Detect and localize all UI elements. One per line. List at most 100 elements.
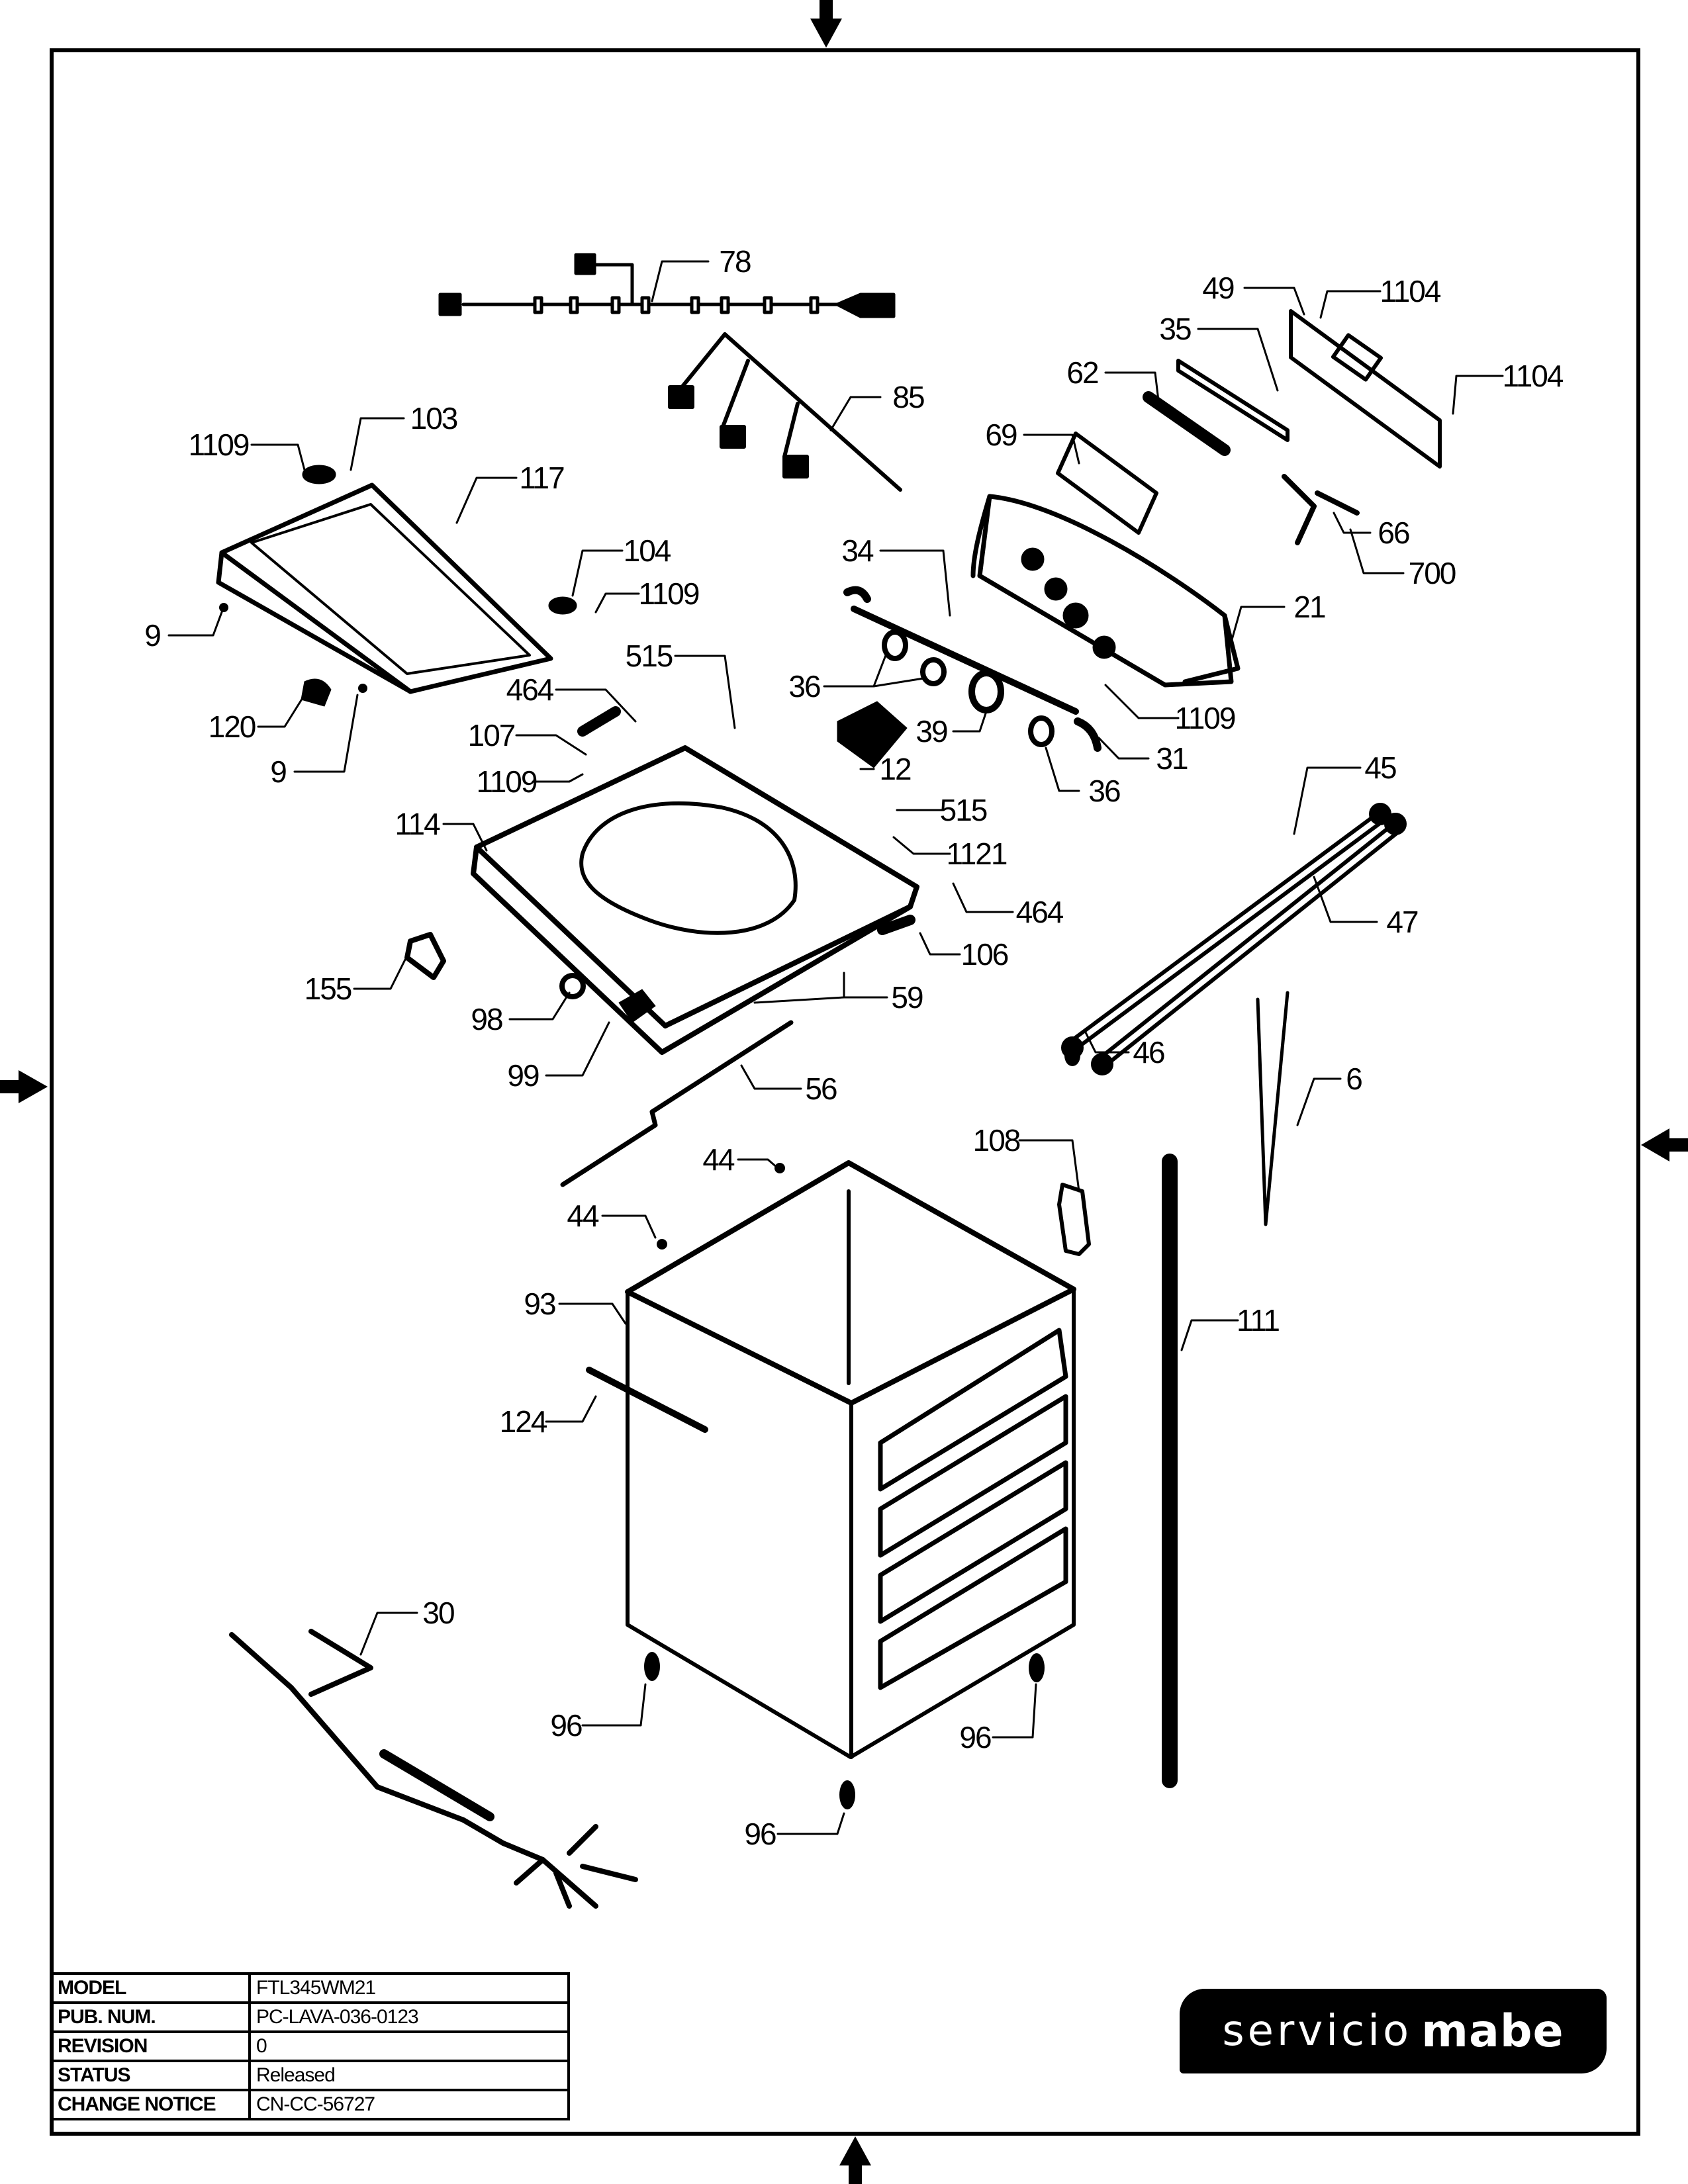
part-700-harness	[1282, 474, 1360, 545]
callout-96: 96	[744, 1817, 776, 1851]
callout-36: 36	[1088, 774, 1121, 808]
part-hose-left	[843, 586, 871, 603]
leader-lines	[167, 260, 1504, 1835]
callout-155: 155	[304, 972, 353, 1006]
callout-117: 117	[519, 461, 565, 495]
callout-36: 36	[788, 669, 821, 704]
callout-93: 93	[524, 1287, 556, 1321]
callout-1104: 1104	[1502, 359, 1564, 393]
part-12-water-valve	[837, 701, 908, 768]
part-21-console	[970, 494, 1241, 688]
callout-21: 21	[1293, 590, 1326, 624]
callout-6: 6	[1346, 1062, 1363, 1096]
callout-44: 44	[567, 1199, 599, 1233]
pub-num-value: PC-LAVA-036-0123	[248, 2001, 570, 2033]
revision-label: REVISION	[50, 2030, 251, 2062]
part-62-switch	[1143, 391, 1231, 456]
part-117-lid	[216, 465, 577, 694]
center-arrow-left	[0, 1070, 48, 1103]
part-30-main-harness	[229, 1629, 638, 1909]
callout-1109: 1109	[188, 428, 250, 462]
part-49-back-panel	[1289, 309, 1442, 469]
part-98-cap	[559, 973, 586, 999]
part-44-screw	[657, 1163, 785, 1250]
part-31-hose	[1074, 717, 1102, 752]
callout-515: 515	[625, 639, 674, 673]
logo-text-mabe: mabe	[1421, 2005, 1564, 2058]
callout-66: 66	[1378, 516, 1410, 550]
part-85-harness	[668, 332, 902, 492]
logo-text-servicio: servicio	[1222, 2007, 1413, 2056]
callout-46: 46	[1133, 1035, 1165, 1069]
part-45-47-inlet-hoses	[1061, 803, 1407, 1075]
center-arrow-bottom	[839, 2136, 871, 2184]
callout-69: 69	[985, 418, 1017, 452]
part-108-bracket	[1057, 1183, 1091, 1256]
callout-34: 34	[841, 533, 874, 568]
callout-78: 78	[719, 244, 751, 279]
callout-62: 62	[1066, 355, 1099, 390]
callout-30: 30	[422, 1596, 455, 1630]
callout-99: 99	[507, 1058, 539, 1093]
callout-49: 49	[1202, 271, 1235, 305]
callout-1104: 1104	[1380, 274, 1442, 308]
part-36-knob	[882, 629, 1055, 747]
part-99-cover	[618, 989, 656, 1023]
callout-124: 124	[499, 1404, 548, 1439]
part-35-label	[1176, 359, 1289, 442]
callout-1109: 1109	[1174, 701, 1237, 735]
callout-9: 9	[144, 618, 162, 653]
model-label: MODEL	[50, 1972, 251, 2004]
part-107-lid-switch	[577, 706, 621, 737]
servicio-mabe-logo: servicio mabe	[1180, 1989, 1607, 2073]
callout-9: 9	[270, 754, 287, 789]
change-notice-label: CHANGE NOTICE	[50, 2089, 251, 2120]
part-93-cabinet	[625, 1160, 1076, 1759]
status-value: Released	[248, 2060, 570, 2091]
callout-39: 39	[915, 714, 948, 749]
part-124-strip	[586, 1367, 708, 1433]
part-39-knob	[968, 670, 1004, 713]
part-96-leveling-foot	[644, 1652, 1045, 1809]
model-value: FTL345WM21	[248, 1972, 570, 2004]
callout-56: 56	[805, 1071, 837, 1106]
callout-12: 12	[879, 752, 912, 786]
callout-1109: 1109	[476, 764, 538, 799]
callout-85: 85	[892, 380, 925, 414]
callout-464: 464	[506, 672, 555, 707]
callout-700: 700	[1408, 556, 1457, 590]
callout-31: 31	[1156, 741, 1188, 776]
callout-103: 103	[410, 401, 459, 435]
callout-515: 515	[939, 793, 988, 827]
part-155-dispenser	[404, 932, 446, 980]
callout-107: 107	[467, 718, 516, 752]
callout-464: 464	[1015, 895, 1064, 929]
callout-59: 59	[891, 980, 923, 1015]
callout-111: 111	[1237, 1303, 1280, 1338]
callout-45: 45	[1364, 751, 1397, 785]
callout-96: 96	[550, 1708, 583, 1743]
part-6-hose	[1256, 991, 1289, 1226]
callout-120: 120	[208, 709, 257, 744]
status-label: STATUS	[50, 2060, 251, 2091]
part-114-top-cover	[471, 745, 919, 1055]
title-block-row: PUB. NUM.PC-LAVA-036-0123	[50, 2001, 570, 2033]
change-notice-value: CN-CC-56727	[248, 2089, 570, 2120]
part-69-control-board	[1056, 432, 1158, 535]
callout-96: 96	[959, 1720, 992, 1754]
callout-106: 106	[961, 937, 1009, 972]
center-arrow-top	[810, 0, 842, 48]
part-106-actuator	[877, 915, 915, 935]
callout-108: 108	[972, 1123, 1021, 1158]
callout-44: 44	[702, 1142, 735, 1177]
part-56-harness	[560, 1020, 794, 1187]
part-78-harness	[438, 253, 896, 318]
center-arrow-right	[1641, 1128, 1688, 1161]
drawing-frame	[50, 48, 1640, 2136]
callout-114: 114	[395, 807, 440, 841]
callout-1109: 1109	[638, 576, 700, 611]
part-46-washer	[1064, 1045, 1080, 1066]
